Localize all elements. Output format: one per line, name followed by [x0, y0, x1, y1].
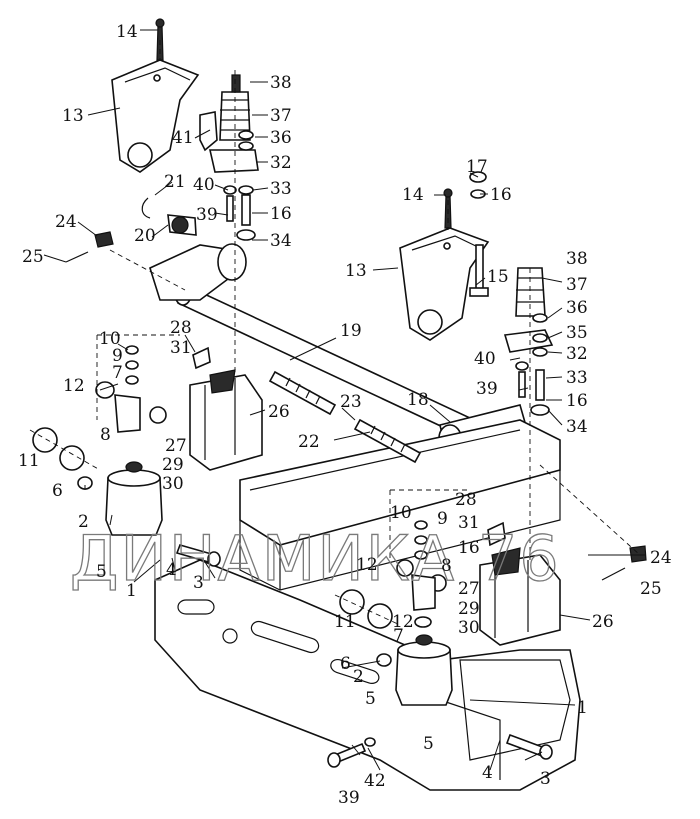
callout-labels: 14 13 38 37 41 36 32 21 40 33 39 16 20 2… [18, 22, 672, 808]
callout-7: 7 [112, 363, 123, 383]
callout-r17: 17 [466, 157, 488, 177]
callout-r39b: 39 [338, 788, 360, 808]
callout-18: 18 [407, 390, 429, 410]
callout-r2: 2 [353, 667, 364, 687]
callout-29: 29 [162, 455, 184, 475]
callout-r34: 34 [566, 417, 588, 437]
nut-right [601, 545, 647, 581]
callout-r15: 15 [487, 267, 509, 287]
callout-3: 3 [193, 573, 204, 593]
callout-r36: 36 [566, 298, 588, 318]
callout-r9: 9 [437, 509, 448, 529]
callout-31: 31 [170, 338, 192, 358]
watermark-text: ДИНАМИКА 76 [70, 522, 561, 595]
callout-r25: 25 [640, 579, 662, 599]
callout-28: 28 [170, 318, 192, 338]
air-spring-right [339, 520, 453, 706]
pivot-housing-left [189, 346, 263, 471]
bump-stop-right [503, 267, 554, 416]
callout-r32: 32 [566, 344, 588, 364]
callout-r12: 12 [356, 555, 378, 575]
callout-r30: 30 [458, 618, 480, 638]
callout-19: 19 [340, 321, 362, 341]
callout-24: 24 [55, 212, 77, 232]
callout-r38: 38 [566, 249, 588, 269]
callout-8: 8 [100, 425, 111, 445]
callout-10: 10 [99, 329, 121, 349]
callout-r16c: 16 [458, 538, 480, 558]
bolts [175, 544, 553, 768]
callout-r5: 5 [365, 689, 376, 709]
upper-bracket-right [399, 171, 490, 341]
callout-27: 27 [165, 436, 187, 456]
callout-r3: 3 [540, 769, 551, 789]
callout-12: 12 [63, 376, 85, 396]
callout-20: 20 [134, 226, 156, 246]
callout-5: 5 [96, 562, 107, 582]
callout-r28: 28 [455, 490, 477, 510]
callout-38: 38 [270, 73, 292, 93]
pin-bushing-left [65, 197, 197, 263]
callout-r27: 27 [458, 579, 480, 599]
callout-23: 23 [340, 392, 362, 412]
callout-r33: 33 [566, 368, 588, 388]
callout-r6: 6 [340, 654, 351, 674]
callout-r24: 24 [650, 548, 672, 568]
callout-32: 32 [270, 153, 292, 173]
callout-r11: 11 [334, 612, 356, 632]
callout-r1: 1 [577, 698, 588, 718]
callout-13: 13 [62, 106, 84, 126]
callout-r13: 13 [345, 261, 367, 281]
callout-r26: 26 [592, 612, 614, 632]
side-plate [154, 559, 581, 791]
callout-4: 4 [166, 560, 177, 580]
callout-r10: 10 [390, 503, 412, 523]
callout-r16b: 16 [566, 391, 588, 411]
callout-r31: 31 [458, 513, 480, 533]
callout-40: 40 [193, 175, 215, 195]
callout-22: 22 [298, 432, 320, 452]
callout-9: 9 [112, 346, 123, 366]
callout-21: 21 [164, 172, 186, 192]
callout-r39: 39 [476, 379, 498, 399]
callout-r4: 4 [482, 763, 493, 783]
callout-37: 37 [270, 106, 292, 126]
callout-16: 16 [270, 204, 292, 224]
callout-r14: 14 [402, 185, 424, 205]
upper-bracket-left [111, 18, 200, 173]
callout-36: 36 [270, 128, 292, 148]
callout-2: 2 [78, 512, 89, 532]
callout-1: 1 [126, 581, 137, 601]
bump-stop-left [199, 74, 259, 241]
callout-r16: 16 [490, 185, 512, 205]
callout-11: 11 [18, 451, 40, 471]
callout-r7: 7 [393, 626, 404, 646]
screw-shaft [268, 370, 422, 464]
callout-14: 14 [116, 22, 138, 42]
callout-r29: 29 [458, 599, 480, 619]
callout-r8: 8 [441, 556, 452, 576]
pivot-housing-right [479, 521, 561, 646]
leader-lines [43, 29, 645, 771]
callout-r5b: 5 [423, 734, 434, 754]
callout-25: 25 [22, 247, 44, 267]
frame-beam [239, 419, 561, 591]
callout-r35: 35 [566, 323, 588, 343]
callout-34: 34 [270, 231, 292, 251]
callout-33: 33 [270, 179, 292, 199]
callout-r42: 42 [364, 771, 386, 791]
callout-r40: 40 [474, 349, 496, 369]
callout-26: 26 [268, 402, 290, 422]
air-spring-left [32, 345, 167, 536]
callout-41: 41 [172, 128, 194, 148]
callout-r12b: 12 [392, 612, 414, 632]
assembly-axes [29, 40, 641, 626]
callout-r37: 37 [566, 275, 588, 295]
callout-39: 39 [196, 205, 218, 225]
callout-6: 6 [52, 481, 63, 501]
callout-30: 30 [162, 474, 184, 494]
